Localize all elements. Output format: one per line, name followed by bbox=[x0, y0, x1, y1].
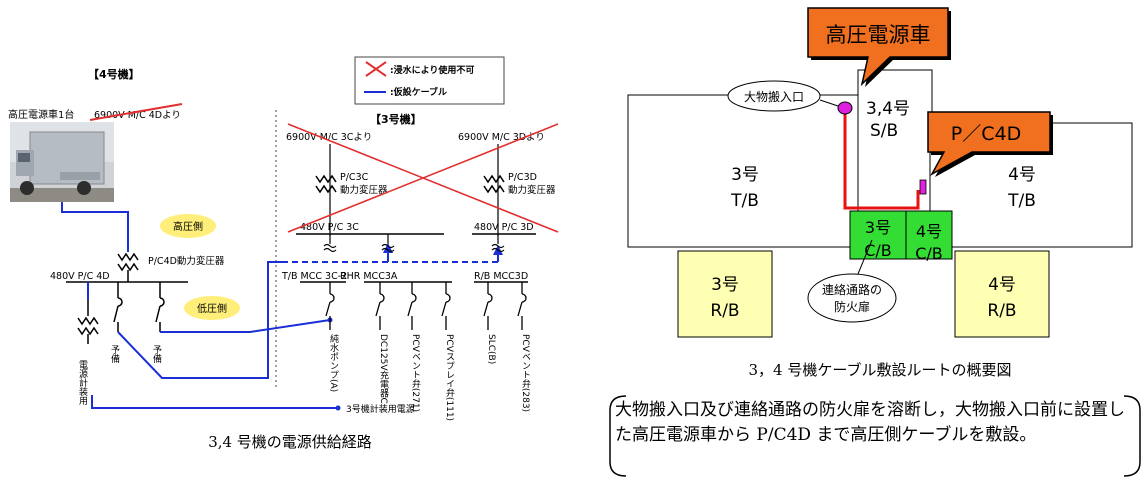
spare1-label: 予備 bbox=[109, 345, 120, 364]
entrance-badge bbox=[727, 80, 821, 112]
legend-cross-label: :浸水により使用不可 bbox=[390, 64, 474, 76]
load4-label: PCVスプレイ弁(111) bbox=[444, 334, 455, 421]
cable-route-diagram: 3,4号 S/B 3号 T/B 4号 T/B 3号 C/B 4号 C/B 3号 … bbox=[609, 7, 1141, 477]
mcc3c2-label: T/B MCC 3C-2 bbox=[281, 271, 347, 282]
legend-box bbox=[354, 56, 505, 105]
building-3rb bbox=[677, 250, 773, 338]
pc3d-transformer-icon bbox=[483, 174, 505, 194]
firedoor-badge bbox=[807, 273, 897, 323]
spare2-label: 予備 bbox=[151, 345, 162, 364]
pc3c-transformer-icon bbox=[315, 174, 337, 194]
rb4-label: R/B bbox=[987, 301, 1016, 321]
sb-label-2: S/B bbox=[870, 121, 898, 141]
note-right-bracket bbox=[1123, 395, 1141, 477]
tb3-label: T/B bbox=[730, 191, 759, 211]
entrance-label: 大物搬入口 bbox=[744, 89, 804, 104]
unit3-title: 【3号機】 bbox=[370, 112, 422, 126]
svg-text:3号: 3号 bbox=[865, 218, 891, 237]
svg-text:4号: 4号 bbox=[1008, 165, 1036, 185]
entrance-marker bbox=[837, 101, 853, 115]
pc3d-name: P/C3D bbox=[508, 172, 537, 183]
pc3d-bus-label: 480V P/C 3D bbox=[474, 222, 534, 233]
mc3c-label: 6900V M/C 3Cより bbox=[286, 132, 372, 143]
instrument-power-label: 電源計装用 bbox=[77, 360, 88, 406]
building-3tb bbox=[627, 94, 861, 248]
truck-callout: 高圧電源車 bbox=[807, 7, 951, 87]
sb-label-1: 3,4号 bbox=[866, 99, 910, 119]
instrument-transformer-icon bbox=[77, 300, 99, 344]
tb4-label: T/B bbox=[1007, 191, 1036, 211]
cable-route bbox=[843, 108, 920, 210]
svg-text:連絡通路の: 連絡通路の bbox=[822, 282, 882, 297]
unit3-instrument-label: 3号機計装用電源 bbox=[346, 403, 415, 415]
building-4rb bbox=[954, 250, 1050, 338]
note-text: 大物搬入口及び連絡通路の防火扉を溶断し，大物搬入口前に設置した高圧電源車から P… bbox=[615, 400, 1125, 445]
pc3c-bus-label: 480V P/C 3C bbox=[300, 222, 359, 233]
high-side-badge bbox=[160, 214, 216, 238]
truck-callout-text: 高圧電源車 bbox=[826, 23, 931, 47]
unit4-title: 【4号機】 bbox=[88, 67, 140, 81]
mc4d-strike bbox=[89, 103, 183, 121]
low-side-badge bbox=[184, 296, 240, 320]
load2-label: DC125V充電器C bbox=[378, 334, 389, 404]
truck-photo bbox=[10, 122, 114, 202]
instrument-cable bbox=[91, 395, 338, 409]
left-caption: 3,4 号機の電源供給経路 bbox=[208, 433, 372, 451]
note-left-bracket bbox=[609, 395, 627, 477]
mcc3a-label: RHR MCC3A bbox=[340, 271, 398, 282]
pc4d-transformer-icon bbox=[117, 252, 139, 272]
rb3-label: R/B bbox=[710, 301, 739, 321]
high-side-label: 高圧側 bbox=[173, 220, 203, 233]
right-caption: 3，4 号機ケーブル敷設ルートの概要図 bbox=[749, 361, 1012, 379]
legend-cable-label: :仮設ケーブル bbox=[390, 86, 447, 98]
pc3c-type: 動力変圧器 bbox=[340, 184, 388, 196]
truck-label: 高圧電源車1台 bbox=[8, 108, 74, 121]
pc4d-transformer-label: P/C4D動力変圧器 bbox=[148, 255, 225, 267]
mc4d-label: 6900V M/C 4Dより bbox=[94, 110, 181, 121]
pc4d-marker bbox=[919, 179, 927, 195]
mcc3d-label: R/B MCC3D bbox=[474, 271, 528, 282]
pc4d-bus-label: 480V P/C 4D bbox=[50, 271, 110, 282]
svg-text:3号: 3号 bbox=[711, 275, 739, 295]
load3-label: PCVベント弁(271) bbox=[410, 334, 421, 412]
cb3-label: C/B bbox=[864, 241, 892, 260]
pc4d-callout: P／C4D bbox=[927, 111, 1053, 177]
cb4-label: C/B bbox=[915, 244, 943, 263]
low-side-label: 低圧側 bbox=[197, 302, 227, 315]
pc3d-type: 動力変圧器 bbox=[508, 184, 556, 196]
load6-label: PCVベント弁(283) bbox=[520, 334, 531, 412]
low-side-cable-2 bbox=[160, 319, 331, 333]
pc3c-name: P/C3C bbox=[340, 172, 369, 183]
load5-label: SLC(B) bbox=[486, 334, 496, 364]
power-supply-diagram: 【4号機】 高圧電源車1台 6900V M/C 4Dより :浸水により使用不可 … bbox=[8, 56, 559, 451]
building-4cb bbox=[905, 210, 953, 260]
high-voltage-cable bbox=[61, 202, 129, 252]
firedoor-label: 防火扉 bbox=[834, 299, 870, 314]
pc4d-callout-text: P／C4D bbox=[951, 123, 1021, 145]
mc3d-label: 6900V M/C 3Dより bbox=[458, 132, 545, 143]
svg-text:4号: 4号 bbox=[916, 222, 942, 241]
low-side-cable-1 bbox=[117, 261, 282, 379]
legend-cross-icon bbox=[365, 61, 387, 77]
svg-text:3号: 3号 bbox=[731, 165, 759, 185]
load1-label: 純水ポンプ(A) bbox=[328, 333, 339, 392]
svg-text:4号: 4号 bbox=[988, 275, 1016, 295]
